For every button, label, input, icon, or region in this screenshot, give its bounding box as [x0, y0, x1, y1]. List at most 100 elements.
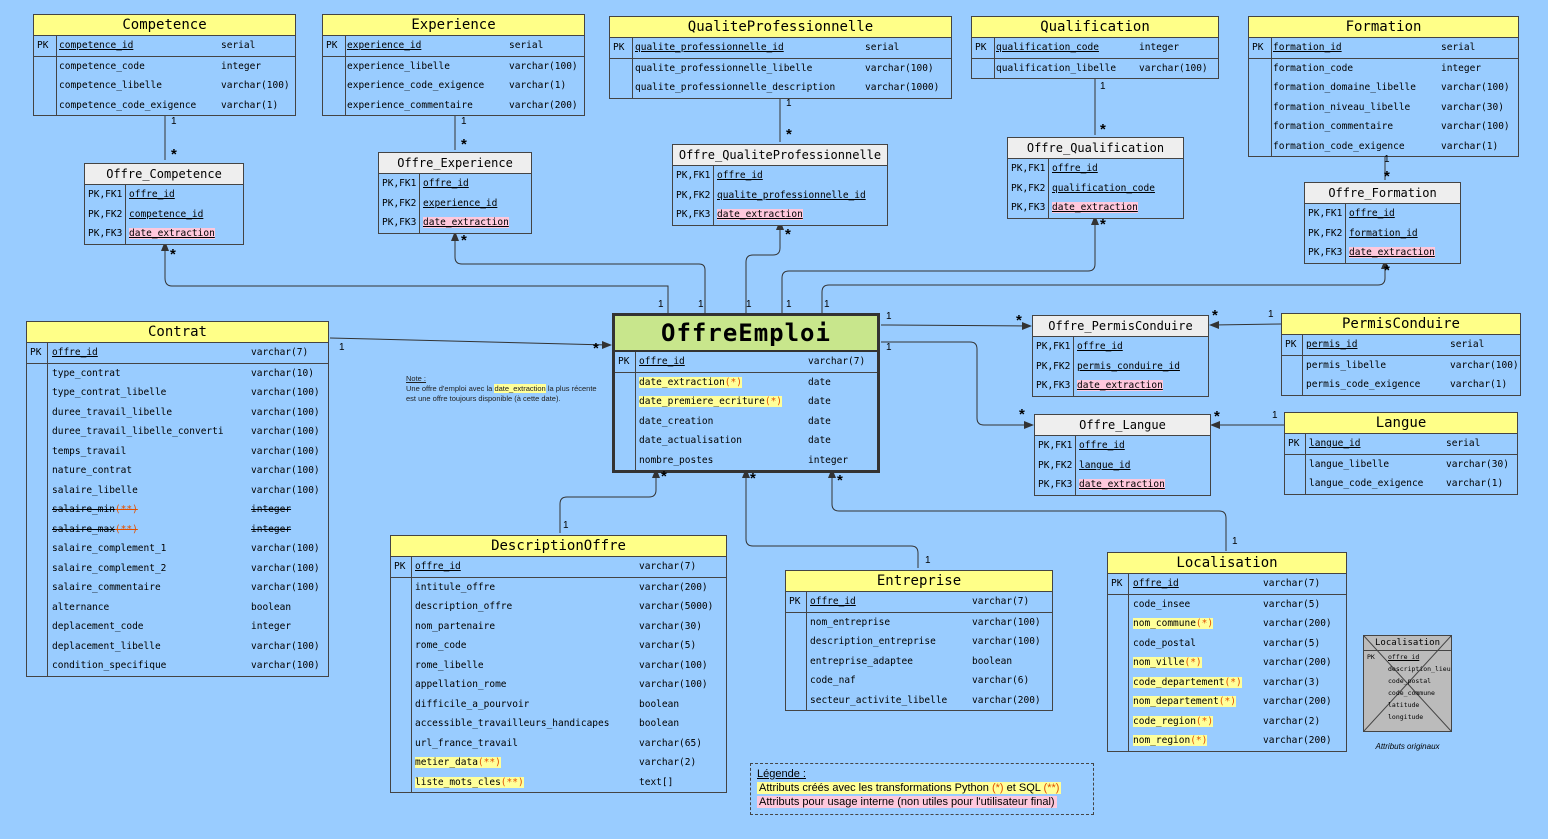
attribute-row: salaire_max(**)integer — [27, 520, 328, 540]
attribute-name: offre_id — [1077, 337, 1123, 357]
attribute-type: boolean — [639, 698, 680, 710]
attribute-name: qualite_professionnelle_id — [717, 186, 866, 206]
card-many-label: * — [593, 340, 599, 357]
attribute-type: text[] — [639, 776, 674, 788]
attribute-name: salaire_commentaire — [52, 578, 161, 598]
original-attribute-row: latitude — [1364, 699, 1451, 711]
attribute-name-text: date_extraction — [639, 376, 725, 388]
attribute-type: varchar(1) — [509, 80, 567, 91]
attribute-name-text: langue_code_exigence — [1309, 478, 1424, 489]
attribute-name-text: nom_entreprise — [810, 616, 891, 628]
attribute-name-text: date_extraction — [717, 209, 803, 220]
attribute-type: integer — [1441, 62, 1482, 74]
attribute-name: experience_id — [347, 36, 421, 56]
key-label: PK,FK1 — [1308, 208, 1343, 219]
attribute-row: nom_commune(*)varchar(200) — [1108, 614, 1346, 634]
attribute-type: varchar(200) — [1263, 735, 1332, 746]
attribute-name: langue_code_exigence — [1309, 474, 1423, 494]
attribute-name-text: date_extraction — [1077, 380, 1163, 391]
transformation-marker: (**) — [500, 776, 524, 788]
card-one-label: 1 — [1384, 154, 1390, 165]
attribute-name-text: nom_ville — [1133, 657, 1185, 668]
key-label: PK — [1285, 339, 1297, 350]
entity-title: Offre_Langue — [1035, 415, 1210, 436]
card-many-label: * — [461, 232, 467, 249]
attribute-name: salaire_libelle — [52, 481, 138, 501]
attribute-name: formation_code_exigence — [1273, 137, 1405, 157]
attribute-name-text: experience_libelle — [347, 60, 450, 72]
attribute-name: formation_domaine_libelle — [1273, 78, 1416, 98]
attribute-name-text: formation_domaine_libelle — [1273, 82, 1416, 93]
attribute-type: varchar(200) — [1263, 657, 1332, 668]
attribute-type: integer — [251, 504, 292, 515]
transformation-marker: (*) — [1184, 657, 1202, 668]
created-attribute-highlight: nom_region(*) — [1133, 735, 1208, 746]
attribute-name: date_extraction — [1079, 475, 1165, 495]
attribute-name-text: url_france_travail — [415, 737, 518, 749]
attribute-type: varchar(100) — [251, 465, 320, 476]
key-column-divider — [1305, 434, 1306, 494]
attribute-name-text: nom_departement — [1133, 696, 1219, 707]
key-label: PK,FK2 — [88, 208, 123, 220]
attribute-type: varchar(1) — [1446, 478, 1504, 489]
card-many-label: * — [750, 470, 756, 487]
attribute-type: varchar(100) — [1441, 82, 1510, 93]
attribute-name: langue_libelle — [1309, 455, 1389, 475]
transformation-marker: (*) — [1218, 696, 1236, 707]
card-one-label: 1 — [1232, 536, 1238, 547]
entity-title: DescriptionOffre — [391, 536, 726, 557]
attribute-name: description_entreprise — [810, 632, 936, 652]
entity-title: Qualification — [972, 17, 1218, 38]
attribute-name-text: duree_travail_libelle_converti — [52, 426, 224, 437]
key-label: PK — [394, 561, 406, 572]
attribute-name: date_extraction — [423, 213, 509, 233]
attribute-type: varchar(7) — [639, 561, 697, 572]
attribute-row: metier_data(**)varchar(2) — [391, 753, 726, 773]
attribute-type: varchar(30) — [1441, 101, 1504, 113]
attribute-name-text: competence_id — [59, 40, 134, 51]
attribute-type: varchar(5) — [639, 640, 697, 651]
attribute-type: varchar(100) — [251, 445, 320, 457]
link-offreemploi-offre-langue — [881, 341, 1030, 426]
card-many-label: * — [837, 472, 843, 489]
transformation-marker: (**) — [114, 504, 138, 515]
original-key-label: PK — [1367, 653, 1375, 661]
attribute-name-text: qualification_code — [1052, 182, 1155, 194]
internal-attribute-highlight: date_extraction — [423, 217, 509, 228]
attribute-type: serial — [1450, 339, 1485, 350]
key-column-divider — [1073, 337, 1074, 396]
attribute-name-text: offre_id — [717, 170, 763, 181]
created-attribute-highlight: liste_mots_cles(**) — [415, 776, 524, 788]
entity-title: Langue — [1285, 413, 1517, 434]
entity-title: PermisConduire — [1282, 314, 1520, 335]
attribute-type: varchar(7) — [972, 596, 1030, 607]
attribute-name-text: competence_id — [129, 208, 204, 220]
key-label: PK — [1111, 578, 1123, 589]
